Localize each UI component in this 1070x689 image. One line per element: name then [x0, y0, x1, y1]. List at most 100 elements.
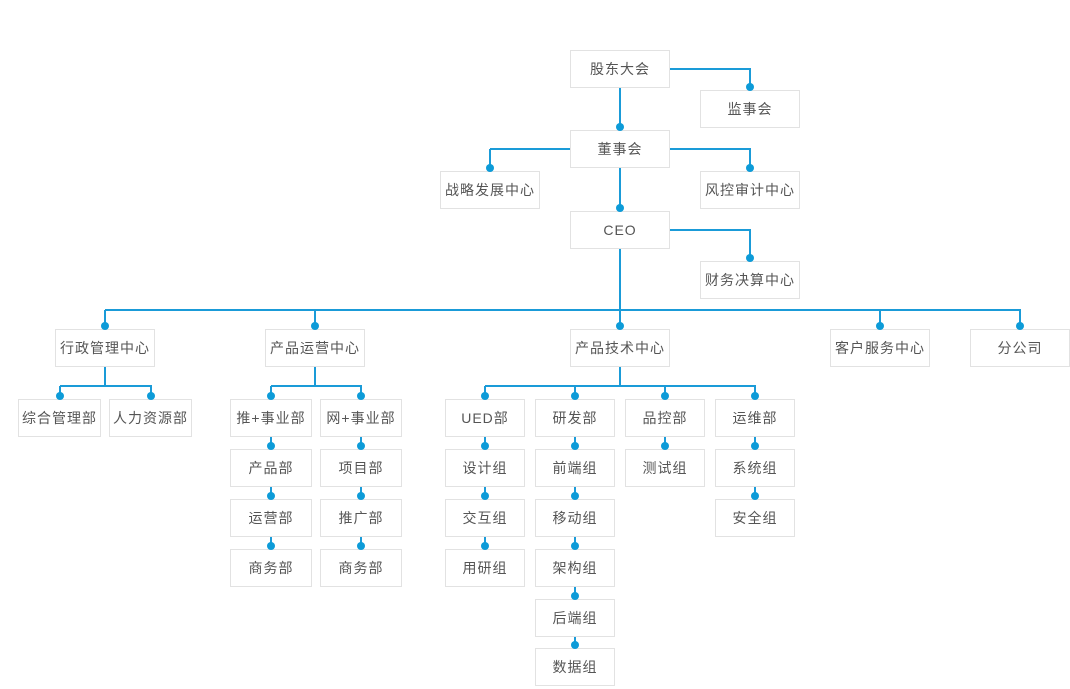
connector-line: [489, 149, 491, 168]
org-node-product-operation-center: 产品运营中心: [265, 329, 365, 367]
connector-line: [58, 386, 61, 396]
connector-line: [314, 310, 316, 326]
connector-line: [490, 148, 571, 150]
connector-dot: [357, 392, 365, 400]
org-node-label: 产品运营中心: [270, 340, 360, 356]
connector-line: [574, 587, 576, 596]
connector-line: [574, 487, 576, 496]
connector-line: [619, 310, 621, 326]
org-node-product-dept: 产品部: [230, 449, 312, 487]
connector-dot: [661, 392, 669, 400]
org-node-data-group: 数据组: [535, 648, 615, 686]
connector-line: [754, 386, 756, 396]
org-node-label: 分公司: [997, 340, 1043, 356]
connector-dot: [267, 392, 275, 400]
connector-line: [271, 385, 362, 387]
connector-line: [270, 437, 272, 446]
org-node-label: UED部: [461, 410, 509, 426]
connector-dot: [876, 322, 884, 330]
connector-dot: [751, 442, 759, 450]
org-node-label: 运营部: [248, 510, 294, 526]
connector-line: [754, 437, 756, 446]
org-node-label: 用研组: [462, 560, 508, 576]
org-node-label: 财务决算中心: [705, 272, 795, 288]
org-node-business-dept-wang: 商务部: [320, 549, 402, 587]
org-node-system-group: 系统组: [715, 449, 795, 487]
org-node-label: 产品技术中心: [575, 340, 665, 356]
org-node-promotion-dept: 推广部: [320, 499, 402, 537]
connector-dot: [267, 442, 275, 450]
connector-line: [619, 249, 621, 310]
connector-dot: [616, 204, 624, 212]
org-node-label: 系统组: [732, 460, 778, 476]
org-node-tui-business-dept: 推+事业部: [230, 399, 312, 437]
connector-line: [149, 386, 152, 396]
org-node-security-group: 安全组: [715, 499, 795, 537]
org-node-label: 商务部: [248, 560, 294, 576]
connector-line: [484, 537, 486, 546]
connector-dot: [751, 492, 759, 500]
org-node-label: 董事会: [597, 141, 643, 157]
connector-line: [664, 386, 666, 396]
org-node-label: 数据组: [552, 659, 598, 675]
org-node-label: 设计组: [462, 460, 508, 476]
connector-dot: [481, 542, 489, 550]
org-node-label: 前端组: [552, 460, 598, 476]
connector-dot: [616, 322, 624, 330]
connector-line: [619, 367, 621, 386]
org-node-label: 架构组: [552, 560, 598, 576]
connector-dot: [357, 442, 365, 450]
org-node-label: 风控审计中心: [705, 182, 795, 198]
connector-line: [670, 229, 751, 231]
org-node-ued-dept: UED部: [445, 399, 525, 437]
org-node-label: 后端组: [552, 610, 598, 626]
connector-dot: [101, 322, 109, 330]
connector-dot: [571, 542, 579, 550]
connector-line: [104, 310, 106, 326]
org-node-hr-dept: 人力资源部: [109, 399, 192, 437]
org-node-label: 品控部: [642, 410, 688, 426]
connector-line: [670, 148, 751, 150]
org-node-ceo: CEO: [570, 211, 670, 249]
connector-line: [619, 88, 621, 127]
org-node-label: 人力资源部: [113, 410, 188, 426]
connector-line: [360, 437, 362, 446]
org-node-label: 战略发展中心: [445, 182, 535, 198]
connector-dot: [1016, 322, 1024, 330]
org-node-label: 网+事业部: [326, 410, 396, 426]
org-node-label: 推+事业部: [236, 410, 306, 426]
org-node-backend-group: 后端组: [535, 599, 615, 637]
org-node-wang-business-dept: 网+事业部: [320, 399, 402, 437]
org-node-risk-audit-center: 风控审计中心: [700, 171, 800, 209]
connector-dot: [267, 492, 275, 500]
connector-line: [484, 386, 486, 396]
connector-line: [574, 437, 576, 446]
connector-line: [670, 68, 751, 70]
connector-dot: [571, 392, 579, 400]
connector-line: [879, 310, 881, 326]
connector-line: [749, 149, 751, 168]
connector-dot: [571, 492, 579, 500]
connector-dot: [481, 392, 489, 400]
connector-line: [270, 386, 272, 396]
org-node-general-management-dept: 综合管理部: [18, 399, 101, 437]
org-node-label: 交互组: [462, 510, 508, 526]
org-node-label: 推广部: [338, 510, 384, 526]
org-node-branch-company: 分公司: [970, 329, 1070, 367]
org-node-shareholders-meeting: 股东大会: [570, 50, 670, 88]
connector-dot: [661, 442, 669, 450]
connector-line: [749, 230, 751, 258]
org-node-mobile-group: 移动组: [535, 499, 615, 537]
connector-line: [104, 367, 106, 386]
connector-dot: [571, 592, 579, 600]
connector-line: [664, 437, 666, 446]
org-node-project-dept: 项目部: [320, 449, 402, 487]
org-node-customer-service-center: 客户服务中心: [830, 329, 930, 367]
org-node-label: 移动组: [552, 510, 598, 526]
connector-dot: [55, 392, 64, 400]
org-node-admin-management-center: 行政管理中心: [55, 329, 155, 367]
connector-line: [619, 168, 621, 208]
connector-dot: [311, 322, 319, 330]
org-node-label: 监事会: [727, 101, 773, 117]
